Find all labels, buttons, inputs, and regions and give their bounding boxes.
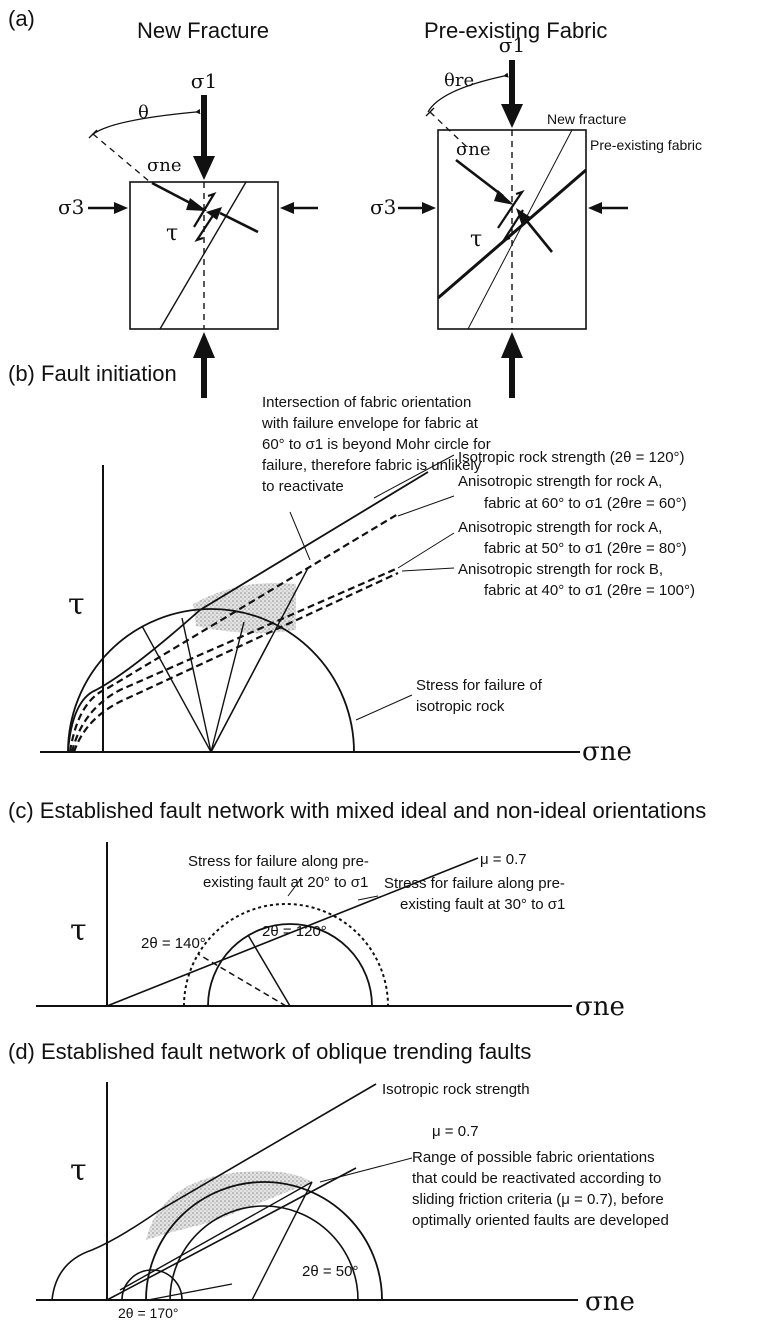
panel-c-friction-line: [106, 857, 479, 1007]
panel-b-stress-line2: isotropic rock: [416, 698, 505, 715]
panel-b-iso-label: Isotropic rock strength (2θ = 120°): [458, 449, 685, 466]
panel-b-a60-line1: Anisotropic strength for rock A,: [458, 473, 662, 490]
panel-c-tau: τ: [70, 913, 87, 948]
panel-d: (d) Established fault network of oblique…: [8, 1039, 669, 1321]
panel-b-a50-line1: Anisotropic strength for rock A,: [458, 519, 662, 536]
panel-d-isotropic-envelope: [51, 1083, 377, 1301]
pre-existing-fabric-block: θre σ1 σ3 σne τ New fracture Pre-existin…: [370, 33, 702, 398]
panel-b-radii: [141, 567, 309, 753]
panel-d-2theta-170: 2θ = 170°: [118, 1305, 178, 1321]
svg-text:60° to σ1 is beyond Mohr circl: 60° to σ1 is beyond Mohr circle for: [262, 436, 491, 453]
panel-b-isotropic-envelope: [67, 471, 429, 753]
sigma3-right: σ3: [370, 195, 396, 219]
panel-c-stress30-line1: Stress for failure along pre-: [384, 875, 565, 892]
panel-b: (b) Fault initiation τ σne: [8, 361, 695, 767]
panel-c-circle-30: [207, 923, 373, 1007]
panel-b-aniso-a50: [70, 566, 399, 753]
panel-c-circle-20: [183, 903, 389, 1007]
panel-d-xaxis: σne: [585, 1287, 635, 1317]
sigma-ne-left: σne: [147, 155, 182, 176]
panel-c-mu: μ = 0.7: [480, 851, 527, 868]
panel-b-a60-line2: fabric at 60° to σ1 (2θre = 60°): [484, 495, 687, 512]
panel-c-2theta-120: 2θ = 120°: [262, 923, 327, 940]
panel-c-stress20-line1: Stress for failure along pre-: [188, 853, 369, 870]
panel-c-stress20-line2: existing fault at 20° to σ1: [203, 874, 368, 891]
panel-d-tau: τ: [70, 1153, 87, 1188]
panel-b-a50-line2: fabric at 50° to σ1 (2θre = 80°): [484, 540, 687, 557]
panel-d-big-circle: [145, 1181, 383, 1301]
panel-d-range-line4: optimally oriented faults are developed: [412, 1212, 669, 1229]
pre-existing-fabric-label: Pre-existing fabric: [590, 137, 702, 153]
panel-b-note: Intersection of fabric orientation with …: [261, 394, 491, 495]
svg-text:Intersection of fabric orienta: Intersection of fabric orientation: [262, 394, 471, 411]
tau-right: τ: [470, 227, 482, 252]
svg-text:with failure envelope for fabr: with failure envelope for fabric at: [261, 415, 479, 432]
panel-b-aniso-b40: [72, 572, 399, 753]
panel-d-range-line3: sliding friction criteria (μ = 0.7), bef…: [412, 1191, 664, 1208]
theta-label: θ: [138, 102, 149, 123]
panel-b-b40-line1: Anisotropic strength for rock B,: [458, 561, 663, 578]
panel-c: (c) Established fault network with mixed…: [8, 798, 706, 1022]
panel-d-range-line1: Range of possible fabric orientations: [412, 1149, 655, 1166]
tau-left: τ: [166, 221, 178, 246]
panel-a-tag: (a): [8, 6, 35, 31]
panel-b-mohr-circle: [67, 608, 355, 753]
panel-a: (a) New Fracture Pre-existing Fabric: [8, 6, 702, 398]
sigma3-left: σ3: [58, 195, 84, 219]
panel-c-stress30-line2: existing fault at 30° to σ1: [400, 896, 565, 913]
panel-d-mu: μ = 0.7: [432, 1123, 479, 1140]
sigma1-left: σ1: [191, 69, 217, 93]
panel-b-aniso-a60: [68, 513, 399, 753]
panel-b-xaxis: σne: [582, 737, 632, 767]
panel-c-xaxis: σne: [575, 992, 625, 1022]
panel-d-inner-circle: [169, 1205, 359, 1301]
svg-text:failure, therefore fabric is u: failure, therefore fabric is unlikely: [262, 457, 482, 474]
theta-re-label: θre: [444, 70, 474, 91]
panel-b-title: (b) Fault initiation: [8, 361, 177, 386]
panel-d-stipple: [146, 1171, 312, 1240]
panel-b-tau: τ: [68, 587, 85, 622]
panel-b-stipple: [193, 582, 296, 634]
panel-d-iso-label: Isotropic rock strength: [382, 1081, 530, 1098]
panel-b-stress-line1: Stress for failure of: [416, 677, 543, 694]
pre-existing-fabric-title: Pre-existing Fabric: [424, 18, 607, 43]
panel-d-range-line2: that could be reactivated according to: [412, 1170, 661, 1187]
new-fracture-title: New Fracture: [137, 18, 269, 43]
panel-b-b40-line2: fabric at 40° to σ1 (2θre = 100°): [484, 582, 695, 599]
sigma1-right: σ1: [499, 33, 525, 57]
panel-c-title: (c) Established fault network with mixed…: [8, 798, 706, 823]
sigma-ne-right: σne: [456, 139, 491, 160]
svg-text:to reactivate: to reactivate: [262, 478, 344, 495]
panel-d-title: (d) Established fault network of oblique…: [8, 1039, 531, 1064]
new-fracture-block: θ σ1 σ3 σne τ: [58, 69, 318, 398]
panel-c-2theta-140: 2θ = 140°: [141, 935, 206, 952]
panel-d-2theta-50: 2θ = 50°: [302, 1263, 358, 1280]
new-fracture-label: New fracture: [547, 111, 627, 127]
